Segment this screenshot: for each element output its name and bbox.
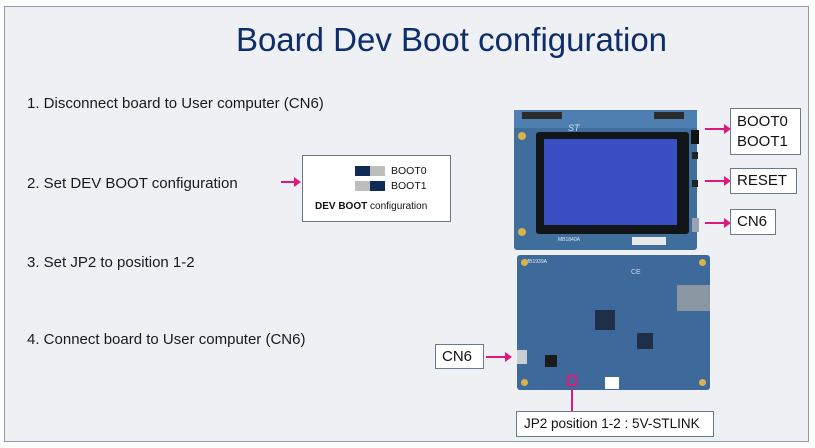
discovery-board-bottom: MB1939A CE [517,255,710,390]
boot-switch-physical [691,130,699,144]
board-silk-marks: CE [631,269,641,276]
dev-boot-caption-rest: configuration [367,201,428,212]
cn6-bottom-callout: CN6 [435,344,484,369]
dev-boot-caption: DEV BOOT configuration [315,201,427,212]
reset-arrow [705,176,731,186]
board-bottom-silk: MB1939A [525,259,547,265]
step2-arrow [281,177,301,187]
boot1-switch-row: BOOT1 [355,180,427,192]
mount-hole [521,379,528,386]
reset-button-physical [692,180,698,187]
boot0-switch-row: BOOT0 [355,165,427,177]
cn6-top-arrow [705,218,731,228]
boot-callout: BOOT0 BOOT1 [730,108,801,155]
mount-hole [699,379,706,386]
dev-boot-config-box: BOOT0 BOOT1 DEV BOOT configuration [302,155,451,222]
chip [595,310,615,330]
lcd-bezel [536,132,689,234]
dev-boot-caption-bold: DEV BOOT [315,201,368,212]
cn6-bottom-callout-label: CN6 [442,348,473,365]
slide: Board Dev Boot configuration 1. Disconne… [4,6,809,442]
connector-right [654,112,684,119]
boot1-switch [355,181,385,191]
button-physical [692,152,698,159]
chip [637,333,653,349]
boot1-callout-label: BOOT1 [737,133,788,150]
board-sticker [632,237,666,245]
jp2-callout-label: JP2 position 1-2 : 5V-STLINK [524,416,700,431]
chip [545,355,557,367]
cn6-connector-physical [692,218,699,232]
mount-hole [699,259,706,266]
step-2: 2. Set DEV BOOT configuration [27,175,238,192]
jp2-arrow [571,389,573,411]
cn6-bottom-arrow [486,352,512,362]
step-1: 1. Disconnect board to User computer (CN… [27,95,324,112]
boot-arrow [705,124,731,134]
step-4: 4. Connect board to User computer (CN6) [27,331,306,348]
page-title: Board Dev Boot configuration [235,21,668,58]
step-3: 3. Set JP2 to position 1-2 [27,254,195,271]
jack-connector [677,285,710,311]
boot0-callout-label: BOOT0 [737,113,788,130]
mount-hole [518,228,526,236]
connector-left [522,112,562,119]
boot0-switch-label: BOOT0 [391,165,427,177]
cn6-top-callout: CN6 [730,209,776,235]
discovery-board-top: ST MB1840A [514,110,699,250]
cn6-usb-connector [517,350,527,364]
jp2-highlight [567,375,577,386]
boot1-switch-label: BOOT1 [391,180,427,192]
mount-hole [521,259,528,266]
st-logo: ST [568,123,580,133]
lcd-screen [544,139,677,225]
board-sticker [605,377,619,389]
reset-callout-label: RESET [737,172,788,189]
cn6-top-callout-label: CN6 [737,213,768,230]
board-top-silk: MB1840A [558,237,580,243]
mount-hole [518,132,526,140]
reset-callout: RESET [730,168,797,194]
jp2-callout: JP2 position 1-2 : 5V-STLINK [516,411,714,437]
boot0-switch [355,166,385,176]
